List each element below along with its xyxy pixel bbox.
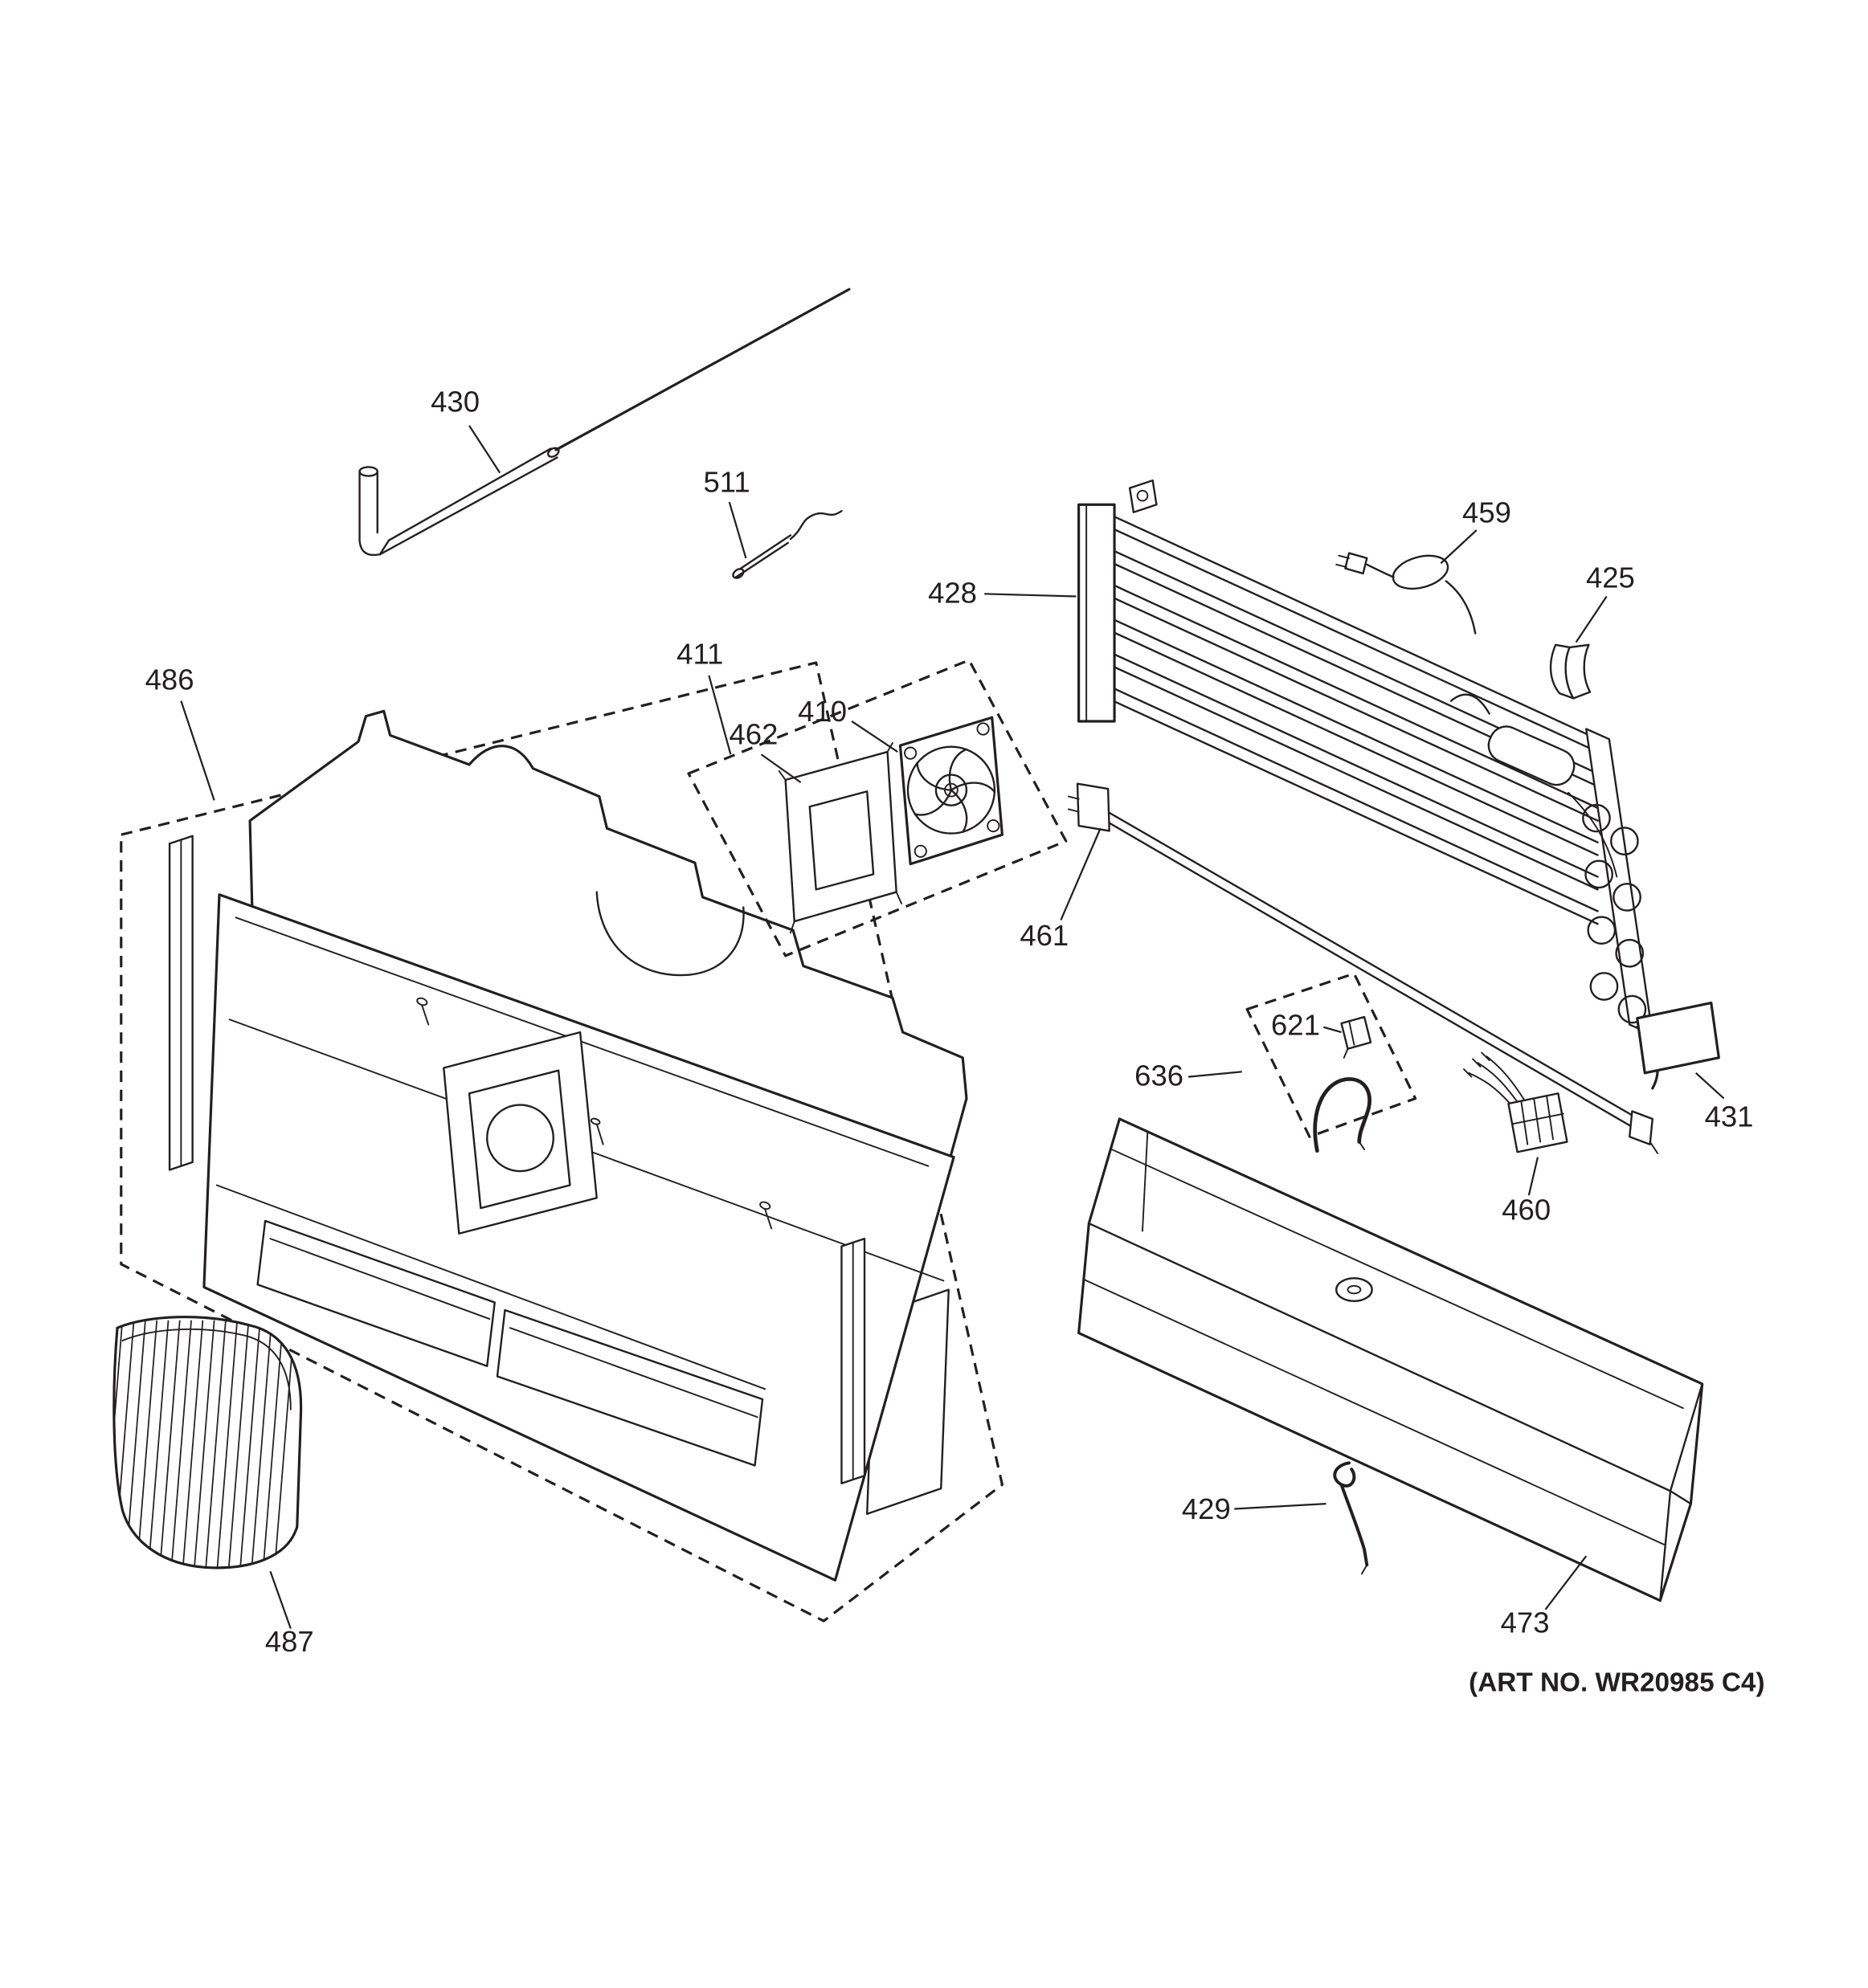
callout-430: 430: [431, 385, 480, 418]
callout-labels: 430 511 486 411 462 410 428 459 425 461 …: [145, 385, 1754, 1658]
callout-487: 487: [265, 1625, 314, 1658]
fan-bracket-drawing: [778, 741, 902, 934]
tube-511-drawing: [732, 510, 843, 579]
dashed-region-411: [687, 659, 1068, 957]
thermostat-drawing: [1335, 552, 1477, 635]
clip-425-drawing: [1549, 643, 1592, 700]
callout-428: 428: [928, 576, 977, 609]
defrost-heater-drawing: [1067, 782, 1659, 1154]
drain-pan-drawing: [1077, 1117, 1704, 1602]
callout-425: 425: [1586, 561, 1635, 594]
tube-430-drawing: [358, 288, 851, 557]
callout-431: 431: [1705, 1100, 1754, 1133]
callout-621: 621: [1271, 1008, 1320, 1041]
callout-462: 462: [729, 718, 778, 751]
callout-429: 429: [1182, 1492, 1231, 1525]
evaporator-fan-drawing: [898, 716, 1003, 866]
dashed-region-486: [120, 661, 1003, 1623]
back-panel-assembly-drawing: [168, 709, 968, 1582]
callout-486: 486: [145, 663, 194, 696]
callout-460: 460: [1502, 1193, 1551, 1226]
callout-636: 636: [1134, 1059, 1183, 1092]
callout-411: 411: [676, 638, 723, 671]
dashed-region-636: [1245, 972, 1417, 1138]
art-number-label: (ART NO. WR20985 C4): [1469, 1668, 1764, 1697]
leader-lines: [180, 425, 1725, 1629]
hook-429-drawing: [1333, 1461, 1369, 1575]
callout-511: 511: [704, 465, 750, 498]
harness-wire-loop-drawing: [1313, 1077, 1371, 1153]
wire-connector-460-drawing: [1462, 1051, 1568, 1153]
callout-473: 473: [1501, 1606, 1550, 1639]
evaporator-coil-drawing: [1077, 479, 1659, 1090]
air-duct-drawing: [112, 1315, 303, 1570]
callout-461: 461: [1020, 919, 1069, 952]
callout-459: 459: [1462, 496, 1511, 529]
clip-621-drawing: [1340, 1015, 1372, 1059]
callout-410: 410: [798, 695, 847, 728]
label-plate-431-drawing: [1636, 1002, 1720, 1075]
